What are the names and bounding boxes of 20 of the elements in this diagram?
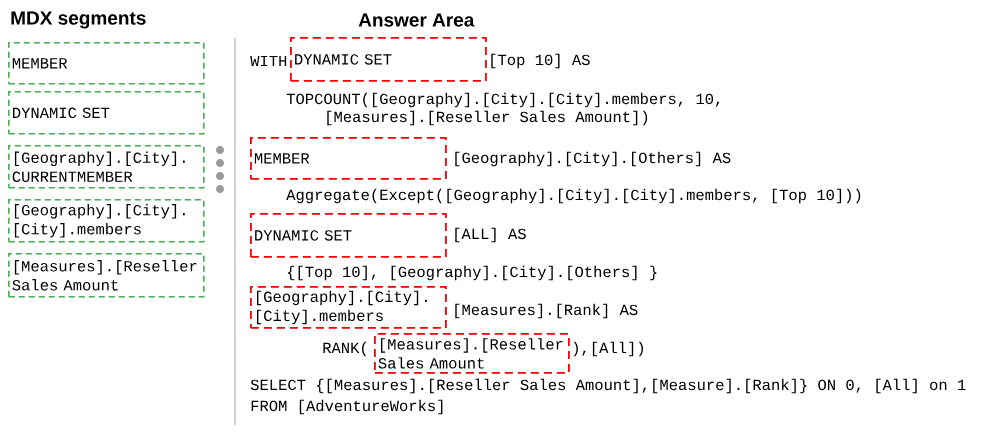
code-text: {[Top 10], [Geography].[City].[Others] }: [287, 265, 657, 281]
segment-tile: [Geography].[City]. [City].members: [8, 199, 205, 243]
code-text: Aggregate(Except([Geography].[City].[City].members, [Top 10])): [286, 188, 861, 204]
code-text: TOPCOUNT([Geography].[City].[City].members, 10,: [286, 92, 720, 108]
code-text: WITH: [250, 55, 287, 67]
code-text: [ALL] AS: [455, 227, 526, 243]
code-text: [Measures].[Reseller Sales Amount]): [327, 110, 648, 126]
code-text: SELECT {[Measures].[Reseller Sales Amount],[Measure].[Rank]} ON 0, [All] on 1: [250, 378, 966, 394]
code-text: FROM [AdventureWorks]: [251, 399, 443, 415]
segment-tile: [Geography].[City]. CURRENTMEMBER: [8, 145, 205, 189]
answer-box: DYNAMIC SET: [250, 213, 447, 258]
segment-tile: DYNAMIC SET: [8, 91, 205, 135]
segment-tile: [Measures].[Reseller Sales Amount: [8, 253, 205, 298]
answer-box: [Measures].[Reseller Sales Amount: [374, 333, 570, 374]
answer-box: MEMBER: [250, 137, 447, 180]
segment-tile: MEMBER: [8, 42, 205, 85]
answer-box: [Geography].[City]. [City].members: [250, 286, 447, 329]
code-text: RANK(: [323, 341, 367, 357]
answer-box: DYNAMIC SET: [290, 37, 487, 82]
code-text: [Measures].[Rank] AS: [455, 303, 638, 319]
